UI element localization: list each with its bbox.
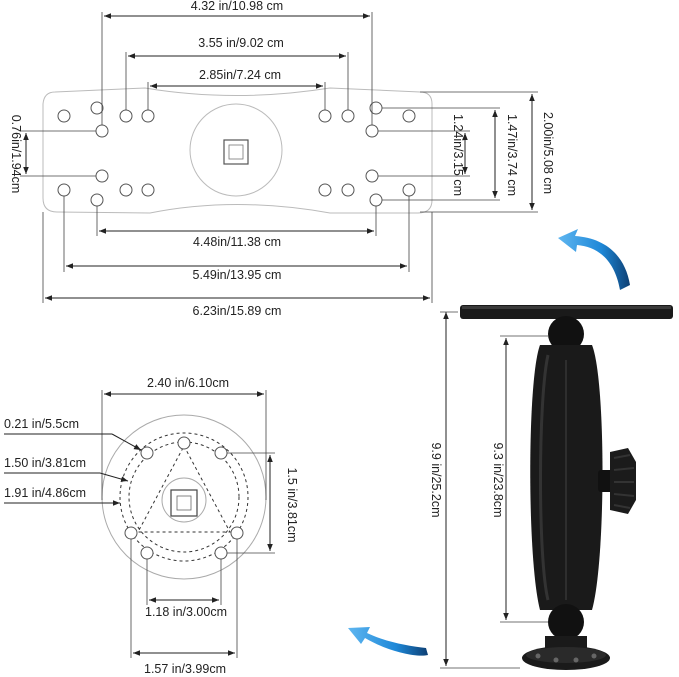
rotate-arrow-icon [348, 627, 428, 656]
dim-right-outer-vertical: 2.00in/5.08 cm [541, 112, 555, 194]
bolt-triangle [137, 444, 231, 533]
mount-top-ball [548, 316, 584, 352]
dim-circle-a: 1.50 in/3.81cm [4, 456, 86, 470]
dim-mount-arm-height: 9.3 in/23.8cm [491, 442, 505, 517]
dim-mid: 3.55 in/9.02 cm [198, 36, 283, 50]
dim-base-right-vertical: 1.5 in/3.81cm [285, 467, 299, 542]
top-plate-drawing: 4.32 in/10.98 cm 3.55 in/9.02 cm 2.85in/… [9, 0, 555, 318]
dim-base-bottom-outer: 1.57 in/3.99cm [144, 662, 226, 676]
dim-circle-b: 1.91 in/4.86cm [4, 486, 86, 500]
dim-bottom-inner: 4.48in/11.38 cm [193, 235, 281, 249]
dim-right-mid-vertical: 1.47in/3.74 cm [505, 114, 519, 196]
dim-inner: 2.85in/7.24 cm [199, 68, 281, 82]
center-square [223, 139, 249, 165]
base-center-square [170, 489, 198, 517]
dim-hole: 0.21 in/5.5cm [4, 417, 79, 431]
dim-base-top: 2.40 in/6.10cm [147, 376, 229, 390]
dim-base-bottom-inner: 1.18 in/3.00cm [145, 605, 227, 619]
dim-bottom-overall: 6.23in/15.89 cm [193, 304, 282, 318]
mount-side-view: 9.9 in/25.2cm 9.3 in/23.8cm [429, 305, 673, 670]
dim-right-inner-vertical: 1.24in/3.15 cm [451, 114, 465, 196]
mount-bottom-ball [548, 604, 584, 640]
base-holes [124, 436, 244, 560]
dim-left-vertical: 0.76in/1.94cm [9, 115, 23, 194]
bolt-circle-outer [119, 432, 249, 562]
round-base-drawing: 2.40 in/6.10cm 0.21 in/5.5cm 1.50 in/3.8… [4, 376, 299, 676]
rotate-arrow-icon [558, 229, 630, 290]
dim-overall-top: 4.32 in/10.98 cm [191, 0, 283, 13]
dim-bottom-mid: 5.49in/13.95 cm [193, 268, 282, 282]
dim-mount-total-height: 9.9 in/25.2cm [429, 442, 443, 517]
plate-holes [57, 101, 416, 207]
